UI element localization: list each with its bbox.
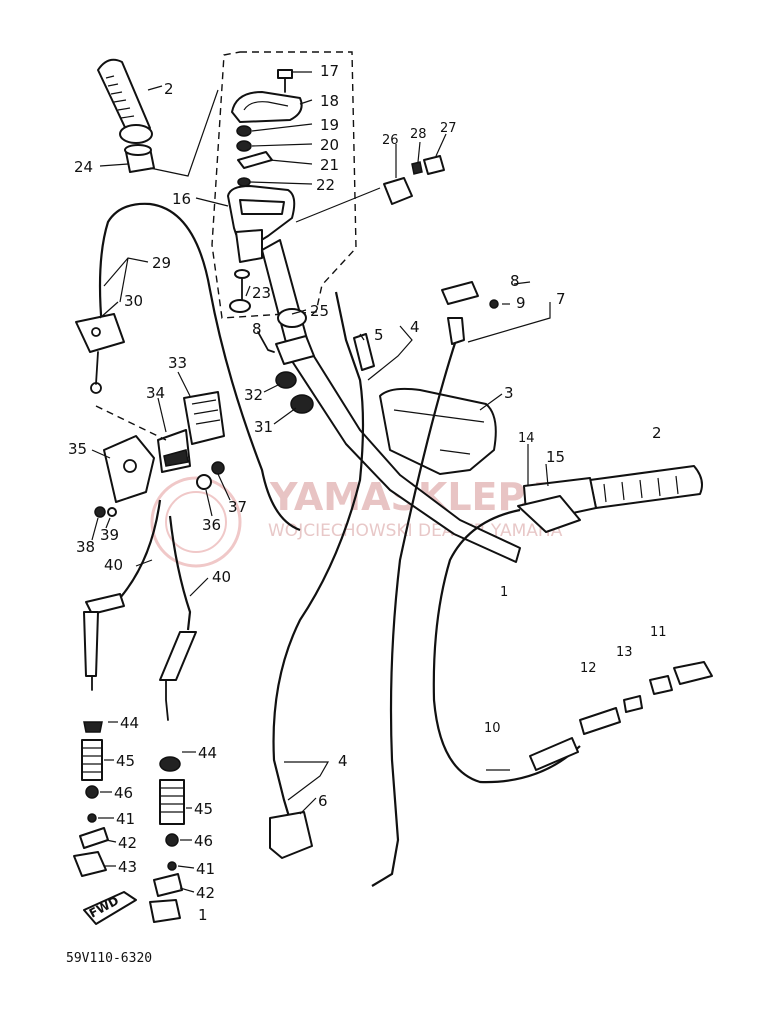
callout-labels: 2 24 17 18 19 20 21 22 16 23 26 28 27 29…: [68, 62, 667, 924]
callout-44-right: 44: [198, 744, 217, 762]
callout-42-left: 42: [118, 834, 137, 852]
callout-36: 36: [202, 516, 221, 534]
callout-15: 15: [546, 448, 565, 466]
callout-14: 14: [518, 431, 535, 446]
callout-33: 33: [168, 354, 187, 372]
watermark-logo: [150, 476, 242, 568]
callout-22: 22: [316, 176, 335, 194]
callout-25: 25: [310, 302, 329, 320]
callout-30: 30: [124, 292, 143, 310]
callout-10: 10: [484, 721, 501, 736]
callout-20: 20: [320, 136, 339, 154]
callout-2-left-grip: 2: [164, 80, 174, 98]
callout-13: 13: [616, 645, 633, 660]
callout-41-left: 41: [116, 810, 135, 828]
callout-24: 24: [74, 158, 93, 176]
callout-4-top: 4: [410, 318, 420, 336]
callout-43: 43: [118, 858, 137, 876]
right-grip: [589, 465, 703, 509]
callout-17: 17: [320, 62, 339, 80]
callout-46-left: 46: [114, 784, 133, 802]
callout-42-right: 42: [196, 884, 215, 902]
diagram-code: 59V110-6320: [66, 951, 152, 966]
callout-41-right: 41: [196, 860, 215, 878]
parts-artwork: FWD: [73, 51, 713, 925]
callout-23: 23: [252, 284, 271, 302]
callout-44-left: 44: [120, 714, 139, 732]
callout-37: 37: [228, 498, 247, 516]
callout-12: 12: [580, 661, 597, 676]
handlebar-switch: [379, 387, 497, 475]
callout-3: 3: [504, 384, 514, 402]
callout-46-right: 46: [194, 832, 213, 850]
callout-18: 18: [320, 92, 339, 110]
front-brake-cable: [432, 508, 581, 784]
callout-5: 5: [374, 326, 384, 344]
callout-11: 11: [650, 625, 667, 640]
callout-16: 16: [172, 190, 191, 208]
callout-1-bottom: 1: [198, 906, 208, 924]
callout-40-right: 40: [212, 568, 231, 586]
callout-45-right: 45: [194, 800, 213, 818]
callout-2-right-grip: 2: [652, 424, 662, 442]
callout-38: 38: [76, 538, 95, 556]
forward-direction-badge: FWD: [83, 891, 137, 925]
callout-19: 19: [320, 116, 339, 134]
callout-8-bolt: 8: [252, 320, 262, 338]
callout-27: 27: [440, 121, 457, 136]
throttle-cable: [98, 202, 301, 532]
leader-lines: [91, 71, 551, 893]
callout-35: 35: [68, 440, 87, 458]
callout-32: 32: [244, 386, 263, 404]
callout-28: 28: [410, 127, 427, 142]
callout-8-top: 8: [510, 272, 520, 290]
callout-34: 34: [146, 384, 165, 402]
left-grip: [97, 58, 153, 144]
callout-39: 39: [100, 526, 119, 544]
callout-21: 21: [320, 156, 339, 174]
callout-6: 6: [318, 792, 328, 810]
callout-26: 26: [382, 133, 399, 148]
callout-9: 9: [516, 294, 526, 312]
callout-7: 7: [556, 290, 566, 308]
throttle-assembly-boundary: [211, 51, 357, 319]
callout-45-left: 45: [116, 752, 135, 770]
grip-end-collar: [124, 144, 155, 173]
callout-1: 1: [500, 585, 508, 600]
callout-31: 31: [254, 418, 273, 436]
callout-40-left: 40: [104, 556, 123, 574]
callout-29: 29: [152, 254, 171, 272]
watermark-subtitle: WOJCIECHOWSKI DEALER YAMAHA: [268, 521, 563, 541]
callout-4-bottom: 4: [338, 752, 348, 770]
